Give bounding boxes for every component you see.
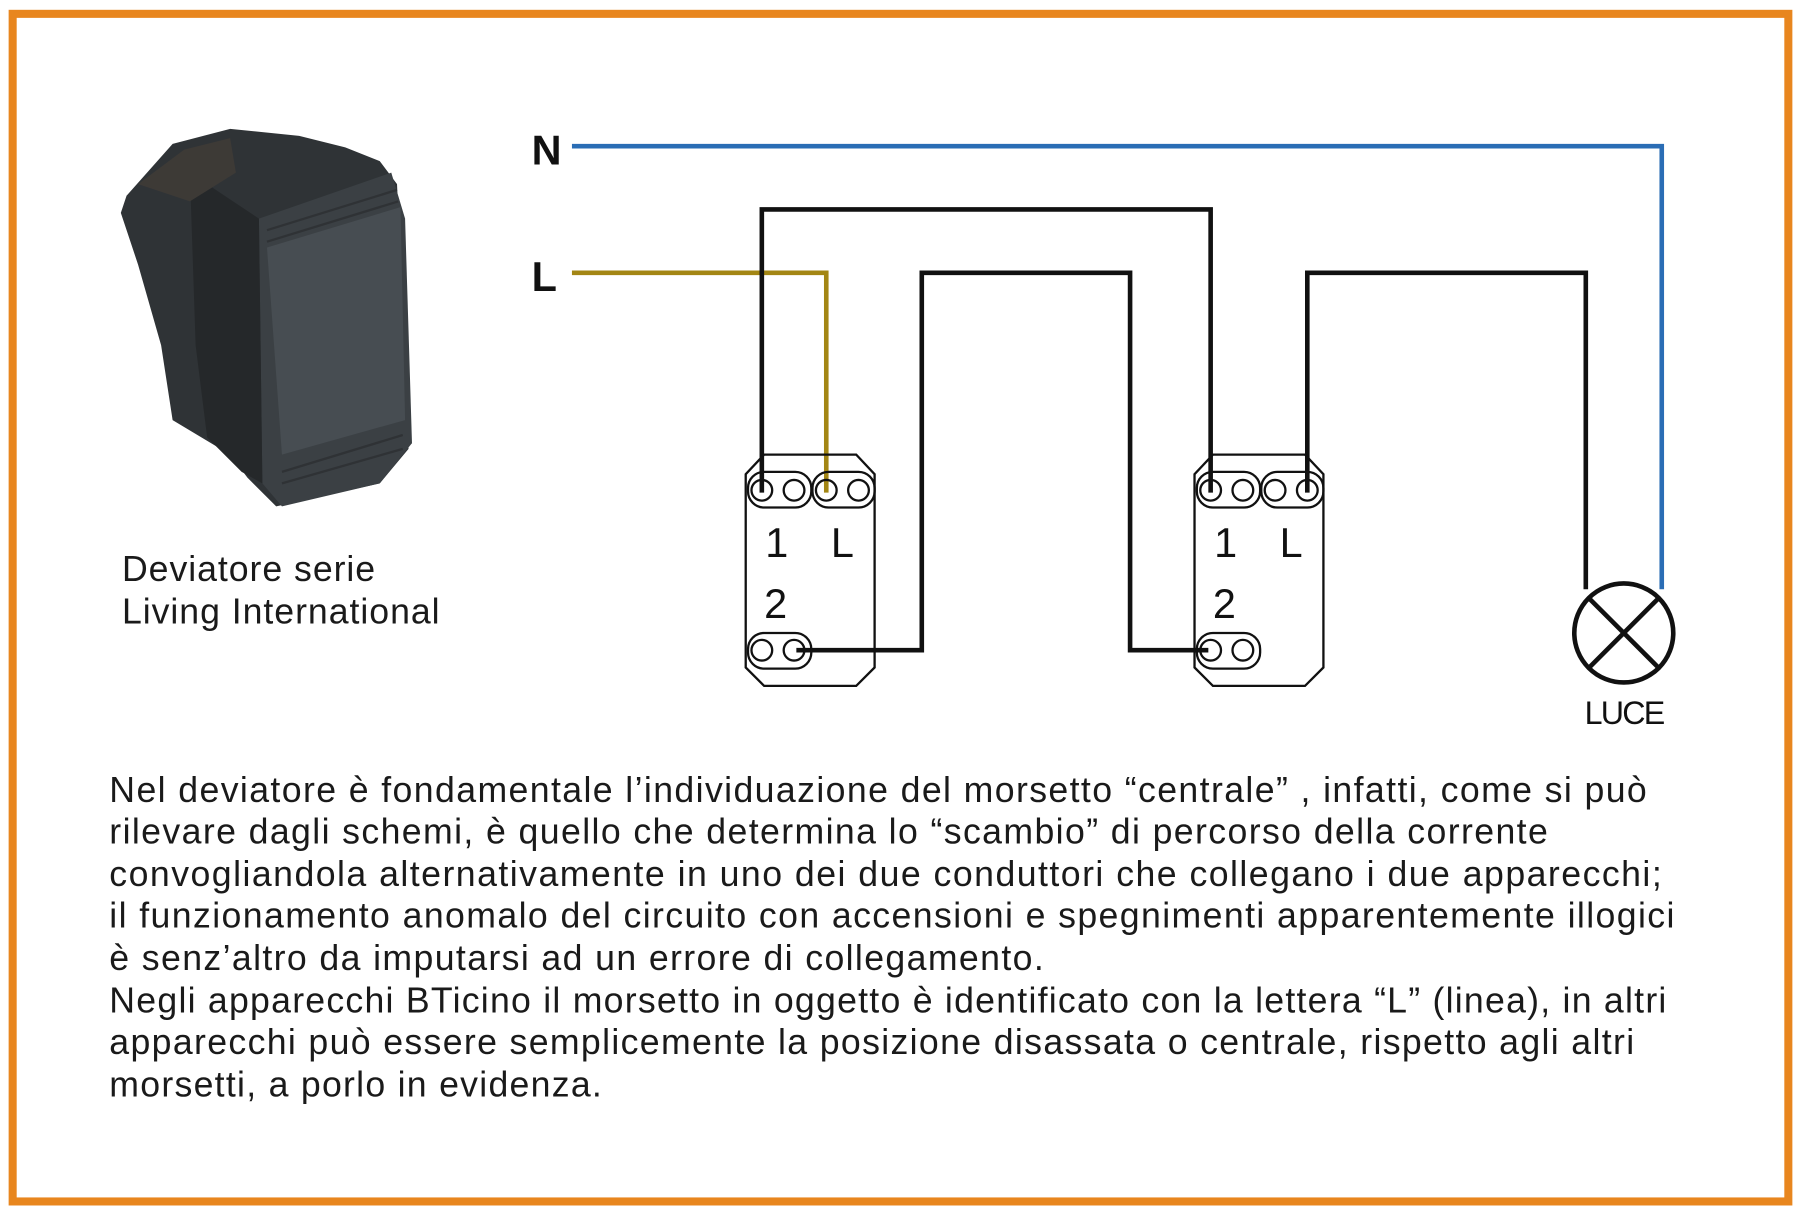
switch-1 [744,453,876,688]
neutral-wire [571,143,1665,590]
switch-2 [1193,453,1325,688]
traveller-wire-2 [796,270,1209,653]
paragraph-line: il funzionamento anomalo del circuito co… [109,896,1674,936]
lamp-icon [1571,581,1676,685]
product-caption-line2: Living International [122,592,440,632]
switch-1-terminal-L: L [831,520,854,566]
paragraph-line: convogliandola alternativamente in uno d… [109,854,1661,894]
line-wire [571,270,829,493]
line-label: L [532,254,557,300]
paragraph-line: rilevare dagli schemi, è quello che dete… [109,812,1547,852]
switch-2-terminal-1: 1 [1214,520,1237,566]
paragraph-line: è senz’altro da imputarsi ad un errore d… [109,938,1043,978]
description-paragraph: Nel deviatore è fondamentale l’individua… [109,770,1674,1105]
traveller-wire-1 [759,207,1213,493]
lamp-feed-wire [1305,270,1589,590]
switch-2-terminal-2: 2 [1213,581,1236,627]
paragraph-line: Nel deviatore è fondamentale l’individua… [109,770,1646,810]
paragraph-line: morsetti, a porlo in evidenza. [109,1065,602,1105]
switch-photo [120,128,412,507]
switch-1-terminal-1: 1 [765,520,788,566]
paragraph-line: apparecchi può essere semplicemente la p… [109,1022,1634,1062]
paragraph-line: Negli apparecchi BTicino il morsetto in … [109,981,1666,1021]
neutral-label: N [532,128,562,174]
switch-1-terminal-2: 2 [764,581,787,627]
switch-2-terminal-L: L [1280,520,1303,566]
product-caption-line1: Deviatore serie [122,549,375,589]
lamp-label: LUCE [1585,695,1666,731]
